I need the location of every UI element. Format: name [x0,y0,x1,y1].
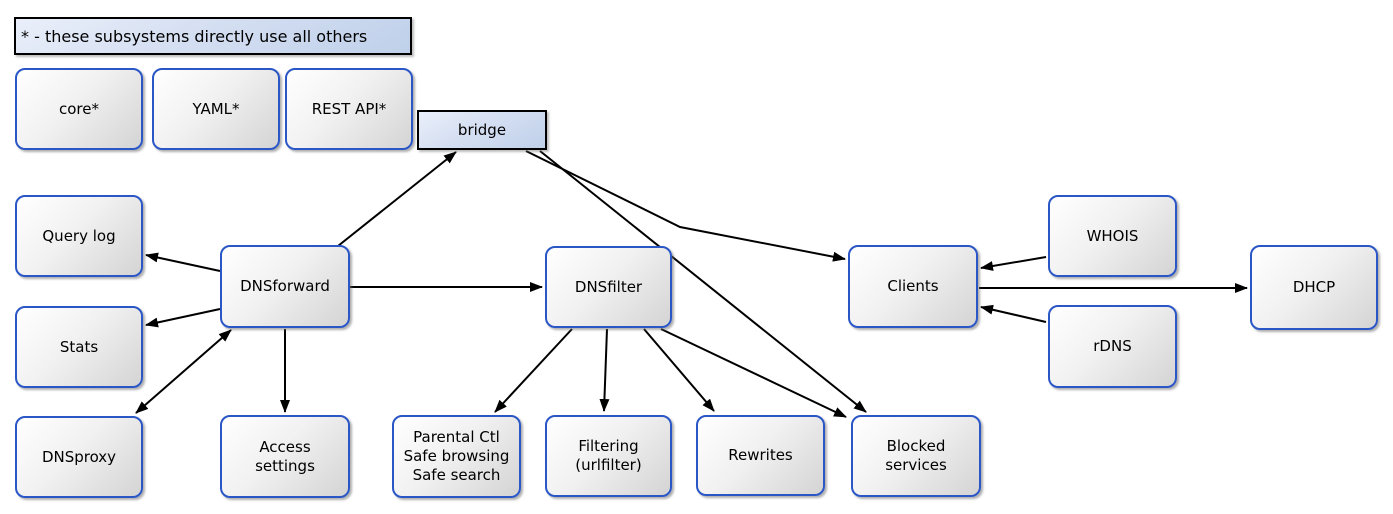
node-bridge: bridge [417,110,547,150]
node-label-line: Blocked [886,437,946,455]
node-label-line: Safe browsing [403,447,510,465]
node-dnsfilter: DNSfilter [545,246,672,328]
node-label-line: services [885,456,947,474]
node-dnsproxy: DNSproxy [15,416,143,498]
edge-rdns-clients [980,304,1047,323]
edge-dnsfilter-rewrites [643,328,715,412]
node-rdns: rDNS [1048,305,1177,388]
node-query-log: Query log [15,195,143,277]
node-filtering: Filtering (urlfilter) [545,415,672,497]
node-label-line: (urlfilter) [575,456,642,474]
node-yaml: YAML* [152,68,280,150]
node-label: Stats [59,337,99,356]
edge-dnsfilter-blocked-services [660,328,847,418]
node-stats: Stats [15,306,143,388]
node-label-line: Access [259,437,311,456]
node-dhcp: DHCP [1250,245,1378,330]
edge-dnsforward-bridge [337,151,457,247]
node-label: DNSfilter [574,277,643,296]
node-label-line: Filtering [578,437,639,455]
node-whois: WHOIS [1048,195,1177,277]
node-parental-ctl: Parental Ctl Safe browsing Safe search [392,415,521,498]
edge-dnsforward-dnsproxy [135,329,232,414]
node-label: WHOIS [1086,226,1139,245]
node-label: YAML* [192,99,240,118]
node-rewrites: Rewrites [696,415,825,496]
node-label: rDNS [1093,337,1132,355]
node-label: DNSforward [240,277,330,295]
edge-bridge-clients [525,150,846,262]
node-rest-api: REST API* [285,68,413,150]
node-clients: Clients [848,245,978,328]
node-label: DNSproxy [41,447,117,466]
note-box: * - these subsystems directly use all ot… [14,17,412,55]
node-label: DHCP [1292,278,1336,296]
edge-dnsforward-query-log [145,252,221,272]
node-label: core* [59,99,99,118]
node-label-line: settings [255,456,315,475]
node-dnsforward: DNSforward [220,245,350,328]
edge-whois-clients [980,256,1047,271]
node-label: bridge [457,120,507,139]
node-core: core* [15,68,143,150]
node-label: Query log [42,226,116,245]
edge-dnsfilter-parental [494,328,573,413]
node-label-line: Parental Ctl [413,428,500,446]
node-label-line: Safe search [412,466,501,484]
edge-bridge-blocked-services [539,150,867,413]
node-label: REST API* [311,99,387,118]
node-label: Rewrites [728,446,793,464]
node-blocked-services: Blocked services [851,415,981,497]
node-access-settings: Access settings [220,415,350,498]
edge-dnsfilter-filtering [599,328,610,412]
node-label: Clients [887,277,939,295]
note-text: * - these subsystems directly use all ot… [21,26,368,46]
edge-dnsforward-stats [145,308,221,328]
